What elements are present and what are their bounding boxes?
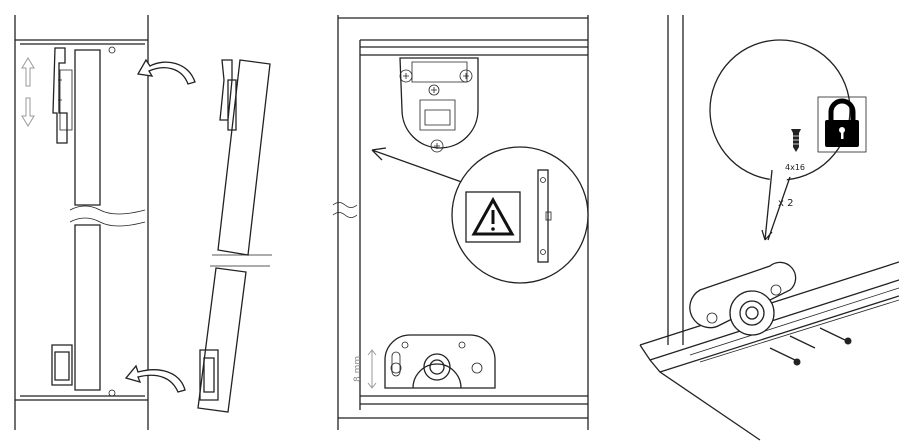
warning-triangle-icon [471,196,515,236]
screw-size-label: 4x16 [785,163,805,172]
level-icon [537,169,552,263]
up-down-arrow-icon [21,57,35,127]
panel-locking-screws: 4x16 x 2 [639,15,899,441]
dimension-label: 8 mm [353,356,363,382]
curved-arrow-icon [124,58,196,393]
panel-fitting-adjustment: 8 mm [332,15,589,430]
padlock-icon [817,96,867,153]
panel-door-hanging [14,15,272,430]
quantity-label: x 2 [778,198,793,209]
screw-icon [791,129,801,152]
